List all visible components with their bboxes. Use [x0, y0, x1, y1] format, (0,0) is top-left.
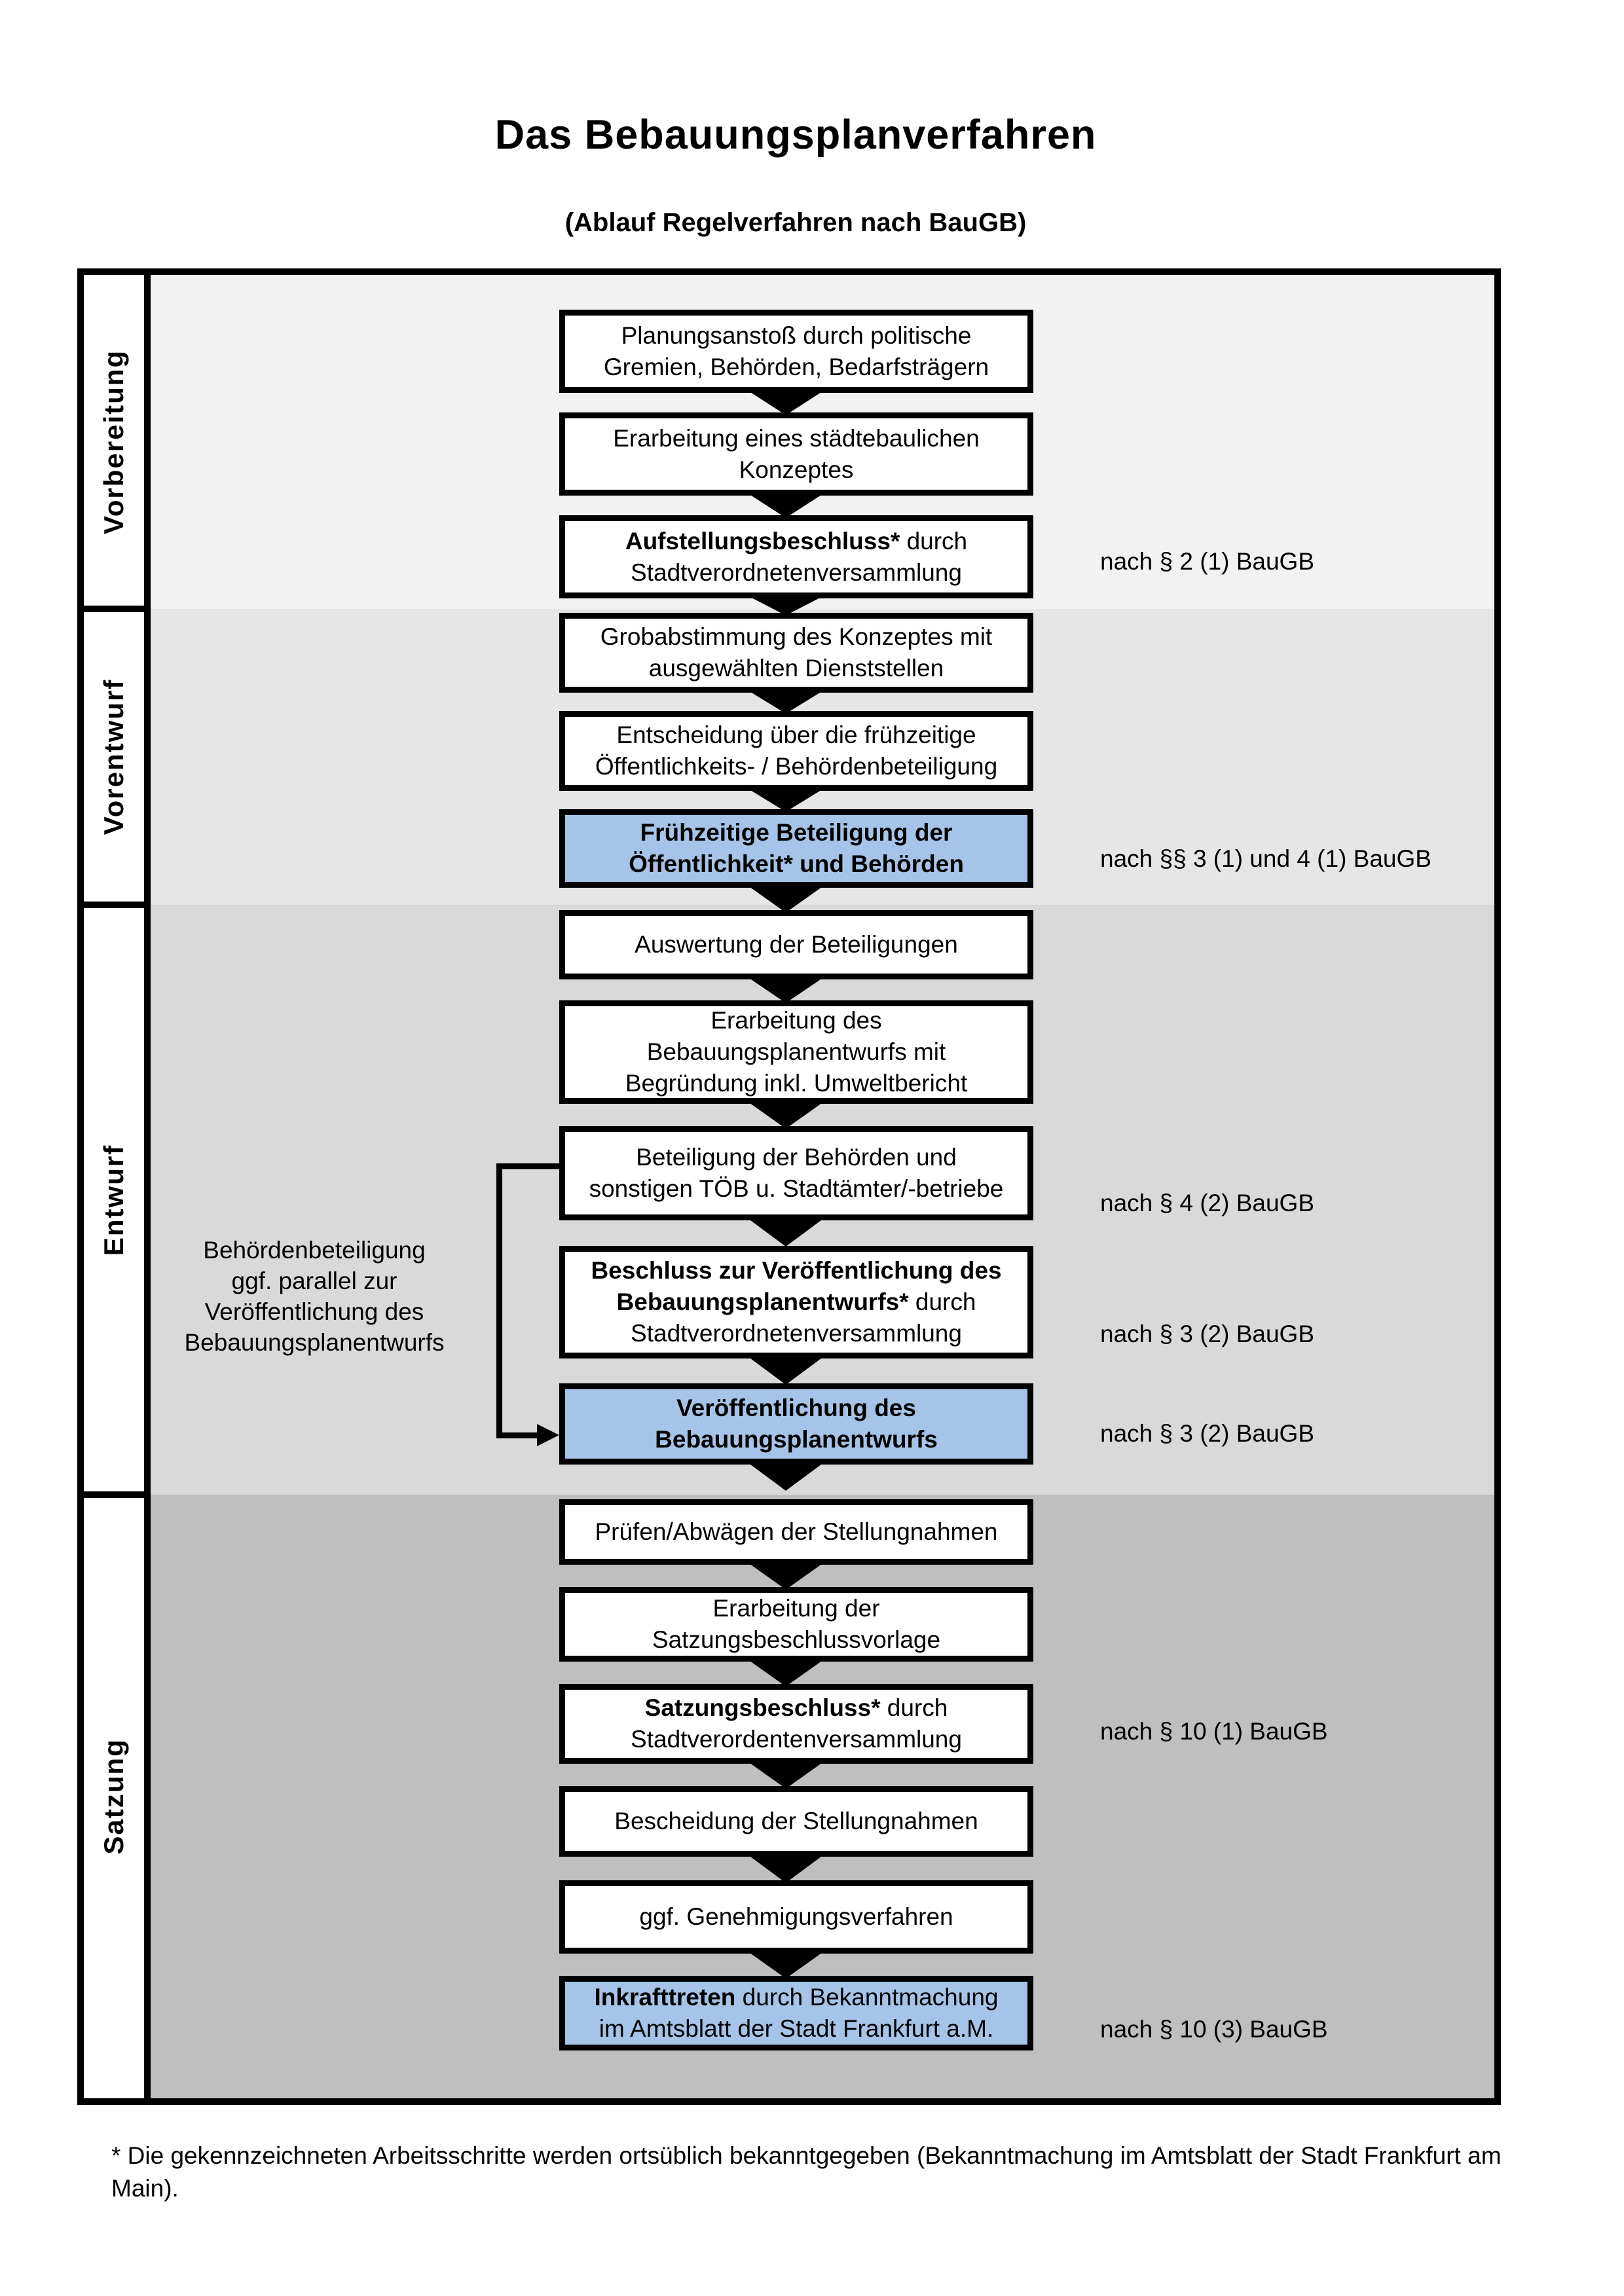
box-line: Frühzeitige Beteiligung der [640, 819, 953, 846]
phase-separator [84, 902, 144, 908]
legal-reference: nach § 10 (1) BauGB [1100, 1718, 1328, 1745]
down-arrow-icon [745, 492, 826, 518]
box-line: Gremien, Behörden, Bedarfsträgern [603, 353, 989, 380]
phase-label-entwurf: Entwurf [84, 905, 144, 1495]
side-note-line: Veröffentlichung des [204, 1298, 424, 1325]
box-line: Bebauungsplanentwurfs* durch [616, 1288, 976, 1315]
box-line: Satzungsbeschlussvorlage [652, 1626, 941, 1653]
side-note-line: Bebauungsplanentwurfs [184, 1329, 445, 1356]
page-title: Das Bebauungsplanverfahren [494, 112, 1097, 158]
legal-reference: nach § 10 (3) BauGB [1100, 2016, 1328, 2043]
box-line: Auswertung der Beteiligungen [635, 931, 958, 958]
footnote: * Die gekennzeichneten Arbeitsschritte w… [111, 2142, 1502, 2202]
box-line: Entscheidung über die frühzeitige [616, 721, 976, 748]
box-line: Öffentlichkeit* und Behörden [629, 850, 964, 877]
box-line: Bebauungsplanentwurfs mit [646, 1038, 946, 1065]
down-arrow-icon [745, 1355, 826, 1385]
phase-label-vorbereitung: Vorbereitung [84, 275, 144, 609]
box-line: Erarbeitung eines städtebaulichen [613, 424, 980, 452]
down-arrow-icon [745, 1461, 826, 1491]
down-arrow-icon [745, 884, 826, 913]
down-arrow-icon [745, 389, 826, 415]
elbow-arrow-icon [537, 1424, 559, 1446]
legal-reference: nach § 3 (2) BauGB [1100, 1420, 1315, 1447]
down-arrow-icon [745, 1216, 826, 1247]
phase-label-text: Vorentwurf [98, 678, 129, 835]
down-arrow-icon [745, 1950, 826, 1978]
phase-separator [84, 606, 144, 612]
box-line: Erarbeitung der [712, 1595, 880, 1622]
elbow-connector-bottom [496, 1432, 537, 1438]
down-arrow-icon [745, 1658, 826, 1686]
box-line: Erarbeitung des [710, 1007, 882, 1034]
elbow-connector-vertical [496, 1163, 502, 1438]
box-line: Prüfen/Abwägen der Stellungnahmen [595, 1518, 998, 1545]
flow-box-highlighted: Inkrafttreten durch Bekanntmachung im Amt… [559, 1976, 1033, 2050]
legal-reference: nach § 3 (2) BauGB [1100, 1321, 1315, 1347]
phase-label-text: Vorbereitung [98, 349, 129, 535]
elbow-connector-top [496, 1163, 559, 1169]
down-arrow-icon [745, 787, 826, 812]
box-line: sonstigen TÖB u. Stadtämter/-betriebe [589, 1175, 1004, 1202]
box-line: Stadtverordentenversammlung [631, 1726, 962, 1753]
down-arrow-icon [745, 594, 826, 615]
phase-separator [84, 1491, 144, 1498]
box-line: Konzeptes [739, 456, 854, 483]
box-line: Planungsanstoß durch politische [621, 321, 972, 349]
down-arrow-icon [745, 1561, 826, 1590]
box-line: ausgewählten Dienststellen [648, 655, 944, 682]
side-note-line: Behördenbeteiligung [203, 1237, 426, 1264]
flow-box: Bescheidung der Stellungnahmen [559, 1786, 1033, 1857]
box-line: Inkrafttreten durch Bekanntmachung [594, 1984, 999, 2011]
phase-label-column [84, 275, 144, 2098]
box-line: im Amtsblatt der Stadt Frankfurt a.M. [599, 2015, 994, 2042]
down-arrow-icon [745, 1853, 826, 1883]
phase-label-text: Entwurf [98, 1144, 129, 1256]
flow-box: Grobabstimmung des Konzeptes mit ausgewäh… [559, 613, 1033, 693]
legal-reference: nach § 2 (1) BauGB [1100, 548, 1315, 575]
box-line: Satzungsbeschluss* durch [644, 1694, 948, 1721]
down-arrow-icon [745, 1100, 826, 1129]
box-line: Beteiligung der Behörden und [636, 1144, 957, 1171]
label-column-divider [144, 275, 151, 2098]
box-line: Veröffentlichung des [676, 1394, 916, 1421]
legal-reference: nach §§ 3 (1) und 4 (1) BauGB [1100, 845, 1431, 872]
flow-box: Prüfen/Abwägen der Stellungnahmen [559, 1499, 1033, 1565]
side-note-line: ggf. parallel zur [231, 1267, 397, 1294]
box-line: Stadtverordnetenversammlung [631, 558, 962, 586]
down-arrow-icon [745, 1760, 826, 1789]
down-arrow-icon [745, 975, 826, 1003]
box-line: Beschluss zur Veröffentlichung des [591, 1257, 1002, 1284]
flow-box: Auswertung der Beteiligungen [559, 910, 1033, 979]
phase-label-vorentwurf: Vorentwurf [84, 609, 144, 905]
box-line: Bebauungsplanentwurfs [655, 1426, 938, 1453]
flow-box: ggf. Genehmigungsverfahren [559, 1880, 1033, 1954]
down-arrow-icon [745, 689, 826, 714]
box-line: Bescheidung der Stellungnahmen [614, 1808, 978, 1834]
box-line: Stadtverordnetenversammlung [631, 1320, 962, 1347]
box-line: Öffentlichkeits- / Behördenbeteiligung [595, 753, 998, 780]
phase-label-text: Satzung [98, 1738, 129, 1855]
box-line: ggf. Genehmigungsverfahren [639, 1903, 953, 1930]
page-subtitle: (Ablauf Regelverfahren nach BauGB) [564, 208, 1027, 237]
phase-label-satzung: Satzung [84, 1495, 144, 2098]
box-line: Begründung inkl. Umweltbericht [625, 1070, 968, 1097]
flow-box: Beteiligung der Behörden und sonstigen TÖ… [559, 1126, 1033, 1220]
box-line: Grobabstimmung des Konzeptes mit [600, 623, 993, 650]
box-line: Aufstellungsbeschluss* durch [625, 527, 968, 555]
legal-reference: nach § 4 (2) BauGB [1100, 1190, 1315, 1216]
